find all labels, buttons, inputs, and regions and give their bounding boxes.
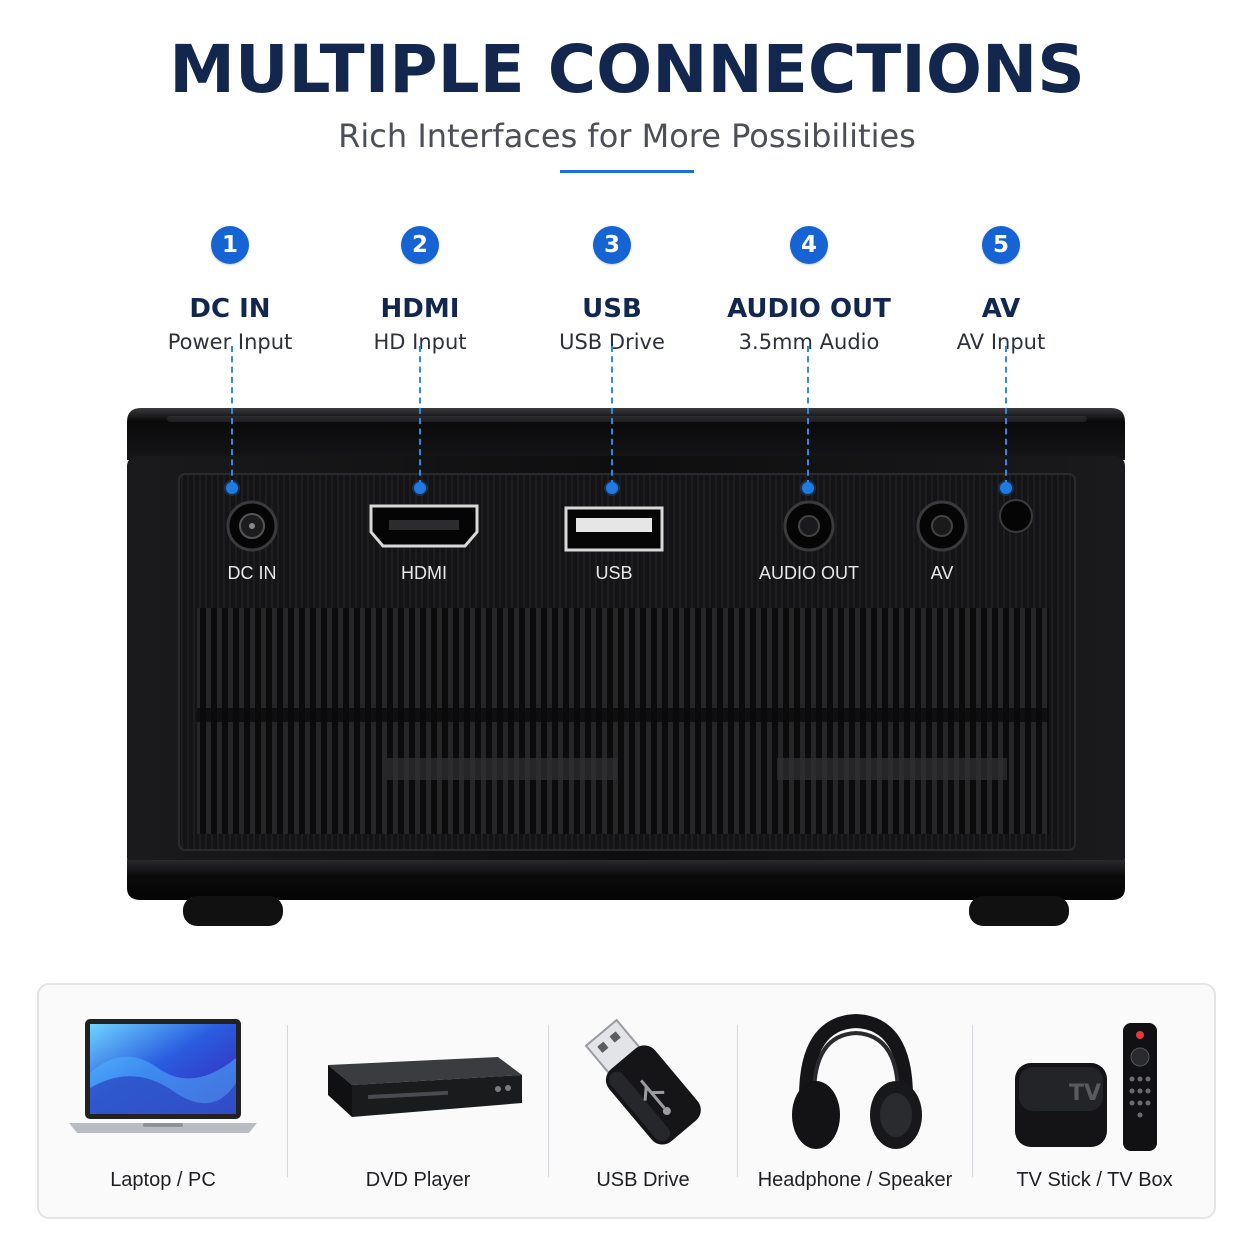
divider (737, 1025, 738, 1177)
port-number-badge: 5 (982, 226, 1020, 264)
device-label: USB Drive (596, 1169, 690, 1191)
pointer-dot-usb (606, 482, 618, 494)
port-number-badge: 1 (211, 226, 249, 264)
port-name: USB (582, 294, 642, 324)
port-number-badge: 2 (401, 226, 439, 264)
port-name: AV (981, 294, 1021, 324)
headphones-icon (792, 1013, 922, 1149)
device-item-usb-drive: USB Drive (549, 985, 737, 1221)
device-item-laptop: Laptop / PC (39, 985, 287, 1221)
port-name: HDMI (380, 294, 460, 324)
device-label-usb: USB (595, 563, 633, 583)
device-label: DVD Player (365, 1169, 471, 1191)
device-label: Laptop / PC (110, 1169, 216, 1191)
device-item-dvd-player: DVD Player (288, 985, 548, 1221)
divider (287, 1025, 288, 1177)
device-label-hdmi: HDMI (401, 563, 447, 583)
pointer-dot-dc-in (226, 482, 238, 494)
device-item-tv-box: TV TV Stick / TV Box (973, 985, 1216, 1221)
port-description: AV Input (956, 330, 1046, 354)
leader-line-hdmi (419, 346, 421, 486)
port-callout-dc-in: 1 DC IN Power Input (120, 226, 340, 356)
port-description: 3.5mm Audio (738, 330, 880, 354)
port-callout-audio-out: 4 AUDIO OUT 3.5mm Audio (699, 226, 919, 356)
port-description: Power Input (167, 330, 293, 354)
leader-line-audio-out (807, 346, 809, 486)
laptop-icon (69, 1019, 257, 1133)
device-label: Headphone / Speaker (757, 1169, 953, 1191)
projector-rear-panel (127, 408, 1125, 926)
pointer-dot-av (1000, 482, 1012, 494)
usb-drive-icon (584, 1018, 701, 1145)
leader-line-usb (611, 346, 613, 486)
leader-line-av (1005, 346, 1007, 486)
port-name: AUDIO OUT (727, 294, 891, 324)
page-title: MULTIPLE CONNECTIONS (169, 31, 1085, 108)
device-label-dc-in: DC IN (227, 563, 277, 583)
port-number-badge: 4 (790, 226, 828, 264)
port-callout-usb: 3 USB USB Drive (502, 226, 722, 356)
device-label-av: AV (930, 563, 954, 583)
page-subtitle: Rich Interfaces for More Possibilities (338, 117, 916, 155)
port-callout-av: 5 AV AV Input (891, 226, 1111, 356)
pointer-dot-hdmi (414, 482, 426, 494)
divider (972, 1025, 973, 1177)
port-callout-hdmi: 2 HDMI HD Input (310, 226, 530, 356)
port-number-badge: 3 (593, 226, 631, 264)
device-item-headphones: Headphone / Speaker (738, 985, 972, 1221)
tv-box-icon (1015, 1023, 1157, 1151)
port-name: DC IN (189, 294, 271, 324)
compatible-devices-panel: Laptop / PC DVD Player USB (37, 983, 1216, 1219)
divider (548, 1025, 549, 1177)
leader-line-dc-in (231, 346, 233, 486)
device-label-audio-out: AUDIO OUT (758, 563, 859, 583)
pointer-dot-audio-out (802, 482, 814, 494)
tv-box-logo-text: TV (1068, 1081, 1102, 1106)
title-underline (560, 170, 694, 173)
dvd-player-icon (328, 1057, 522, 1117)
device-label: TV Stick / TV Box (1016, 1169, 1173, 1191)
